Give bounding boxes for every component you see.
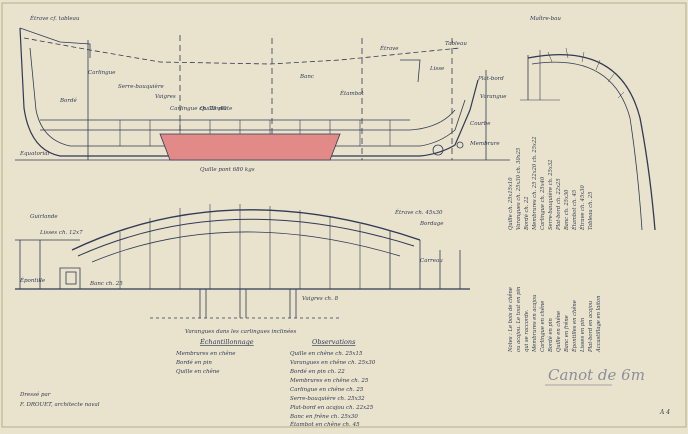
legend-center-heading: Échantillonnage	[199, 337, 254, 346]
legend-right-line-6: Plat-bord en acajou ch. 22x25	[289, 405, 374, 411]
label-bordage: Bordage	[419, 221, 444, 227]
label-banc: Banc	[299, 74, 314, 80]
waterline-label: Equatorial	[19, 151, 50, 157]
author-block: Dressé par F. DROUET, architecte naval A…	[19, 391, 670, 416]
legend-center-line-1: Bordé en pin	[175, 359, 212, 366]
label-plat-bord: Plat-bord	[477, 76, 504, 82]
spec-line-3: Membrures ch. 25 22x20 ch. 25x22	[532, 136, 538, 231]
spec-line-9: Étrave ch. 45x30	[578, 185, 586, 231]
legend-right-heading: Observations	[312, 338, 356, 346]
frame-label: Maître-bau	[529, 15, 561, 22]
spec-line-5: Serre-bauquière ch. 25x32	[547, 160, 554, 230]
quantity-vaigres: Vaigres ch. 8	[302, 296, 339, 302]
legend-right-line-4: Carlingue en chêne ch. 25	[290, 386, 364, 393]
label-carreau: Carreau	[420, 258, 443, 264]
quantity-quille: Quille pont 680 kgs	[200, 167, 255, 173]
author-line-2: F. DROUET, architecte naval	[19, 402, 100, 408]
bottom-label: Varangues dans les carlingues inclinées	[185, 328, 296, 335]
legend-right-line-5: Serre-bauquière ch. 25x32	[290, 395, 365, 402]
note-line-5: Bordé en pin	[547, 318, 554, 353]
legend-right-line-8: Étambot en chêne ch. 45	[289, 420, 360, 428]
note-line-3: Membrures en acajou	[532, 294, 538, 353]
spec-line-10: Tableau ch. 25	[588, 192, 594, 230]
author-line-1: Dressé par	[19, 391, 51, 398]
quantity-carlingue: Carlingue ch. 25x40	[170, 106, 227, 112]
legend-right-line-3: Membrures en chêne ch. 25	[289, 377, 369, 384]
label-vaigres: Vaigres	[155, 94, 176, 100]
quantity-lisses: Lisses ch. 12x7	[39, 230, 83, 236]
midship-section	[520, 47, 656, 231]
legend-right: Observations Quille en chêne ch. 25x15 V…	[289, 338, 376, 428]
legend-center-line-0: Membrures en chêne	[175, 350, 236, 357]
label-etambot: Étambot	[339, 89, 365, 97]
label-tableau: Tableau	[445, 41, 467, 47]
note-line-4: Carlingue en chêne	[539, 301, 546, 352]
label-membrure: Membrure	[469, 141, 500, 147]
label-varangue: Varangue	[480, 94, 507, 100]
sheet-border	[1, 2, 687, 428]
label-epontille: Épontille	[19, 276, 46, 284]
spec-line-6: Plat-bord ch. 22x25	[556, 178, 562, 231]
label-lisse: Lisse	[429, 66, 445, 72]
quantity-banc: Banc ch. 25	[89, 281, 123, 287]
label-courbe: Courbe	[470, 121, 491, 127]
note-line-6: Quille en chêne	[555, 311, 562, 352]
legend-right-line-7: Banc en frêne ch. 25x30	[289, 413, 358, 420]
section-labels-group: Étrave cf. tableau Equatorial Bordé Carl…	[19, 14, 561, 335]
right-specs-group: Quille ch. 25x15x10 Varangues ch. 25x30 …	[507, 136, 602, 353]
label-quille: Quille plate	[200, 106, 233, 112]
note-line-10: Plat-bord en acajou	[588, 301, 594, 353]
note-line-8: Épontilles en chêne	[570, 300, 578, 353]
plan-view	[15, 204, 470, 319]
profile-view	[15, 27, 510, 161]
spec-line-0: Quille ch. 25x15x10	[508, 177, 514, 230]
note-line-0: Notes : Le bois de chêne	[507, 287, 514, 353]
label-carlingue: Carlingue	[88, 70, 116, 76]
spec-line-7: Banc ch. 25x30	[564, 189, 570, 231]
legend-center: Échantillonnage Membrures en chêne Bordé…	[175, 337, 254, 375]
legend-right-line-2: Bordé en pin ch. 22	[289, 368, 345, 375]
spec-line-8: Étambot ch. 45	[570, 190, 578, 231]
note-line-7: Banc en frêne	[563, 315, 570, 353]
quantity-etrave: Étrave ch. 45x30	[394, 208, 443, 216]
note-line-1: ou acajou. Le tout en pin	[516, 287, 522, 352]
sheet-number: A 4	[659, 409, 670, 416]
label-serre: Serre-bauquière	[118, 83, 164, 90]
spec-line-2: Bordé ch. 22	[523, 196, 530, 231]
legend-center-line-2: Quille en chêne	[176, 368, 220, 375]
label-bordé: Bordé	[59, 97, 78, 104]
top-left-label: Étrave cf. tableau	[29, 14, 80, 22]
note-line-11: Accastillage en laiton	[596, 295, 602, 353]
legend-right-line-1: Varangues en chêne ch. 25x30	[290, 359, 376, 366]
keel-ballast-highlight	[159, 133, 341, 161]
handwritten-title: Canot de 6m	[548, 366, 645, 384]
label-guirlande: Guirlande	[30, 214, 58, 220]
note-line-2: qui se raccorde.	[524, 309, 530, 352]
label-etrave: Étrave	[379, 44, 399, 52]
legend-right-line-0: Quille en chêne ch. 25x15	[290, 350, 363, 357]
spec-line-4: Carlingue ch. 25x40	[540, 176, 546, 230]
note-line-9: Lisses en pin	[580, 318, 586, 353]
spec-line-1: Varangues ch. 25x30 ch. 30x25	[516, 148, 522, 230]
